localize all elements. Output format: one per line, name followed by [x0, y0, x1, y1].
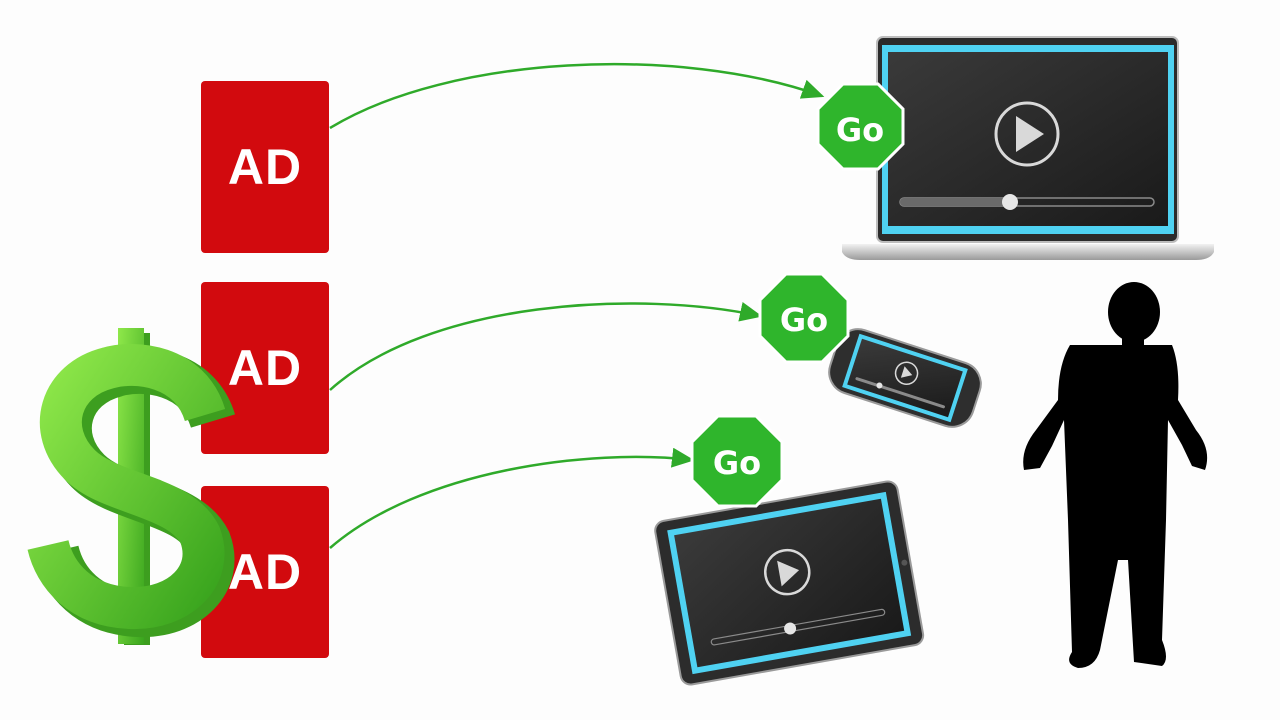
ad-card-2: AD — [201, 282, 329, 454]
arrow-ad3-to-tablet — [329, 447, 695, 549]
go-label: Go — [713, 444, 761, 482]
play-icon — [994, 101, 1060, 167]
go-sign-tablet: Go — [690, 414, 784, 508]
smartphone — [828, 328, 982, 428]
play-icon — [764, 548, 811, 596]
play-icon — [894, 361, 919, 385]
ad-label: AD — [227, 139, 303, 195]
go-sign-phone: Go — [758, 272, 850, 364]
ad-label: AD — [227, 340, 303, 396]
go-label: Go — [836, 111, 884, 149]
arrow-ad1-to-laptop — [329, 62, 825, 130]
ad-card-1: AD — [201, 81, 329, 253]
ad-label: AD — [227, 544, 303, 600]
dollar-sign-icon — [27, 328, 236, 645]
go-label: Go — [780, 301, 828, 339]
seek-bar — [899, 194, 1155, 210]
tablet — [654, 480, 925, 686]
arrow-ad2-to-phone — [329, 301, 763, 391]
person-empty-pockets-icon — [1023, 282, 1208, 668]
go-sign-laptop: Go — [816, 82, 905, 171]
